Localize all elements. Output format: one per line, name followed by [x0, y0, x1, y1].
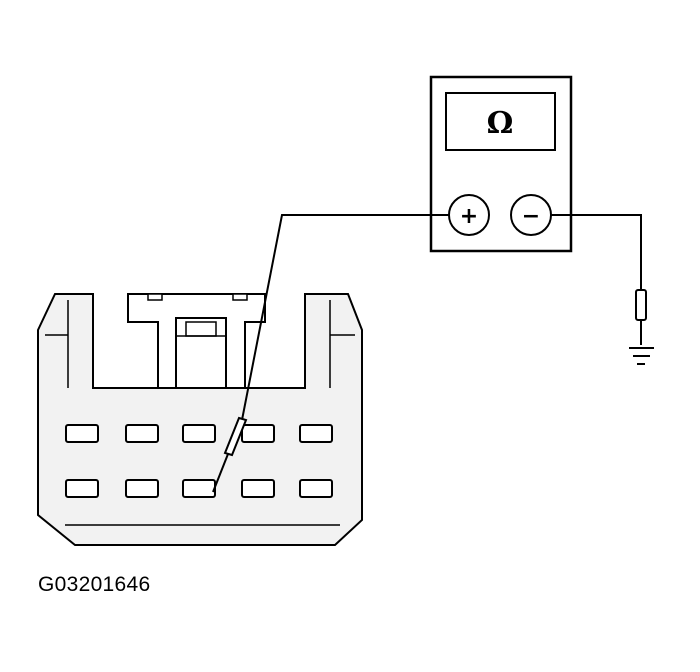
ground-icon: [629, 347, 654, 365]
connector: [37, 293, 363, 546]
multimeter-icon: Ω + −: [429, 75, 573, 253]
cavity-row-1: [65, 424, 333, 443]
probed-cavity: [182, 479, 216, 498]
test-probe-icon: [212, 416, 248, 493]
cavity-row-2: [65, 479, 333, 498]
positive-terminal-symbol: +: [460, 204, 478, 229]
negative-terminal-symbol: −: [522, 204, 540, 229]
negative-lead: [551, 214, 647, 345]
ohm-symbol: Ω: [487, 106, 514, 141]
positive-lead: [241, 214, 449, 421]
figure-code: G03201646: [38, 573, 151, 596]
